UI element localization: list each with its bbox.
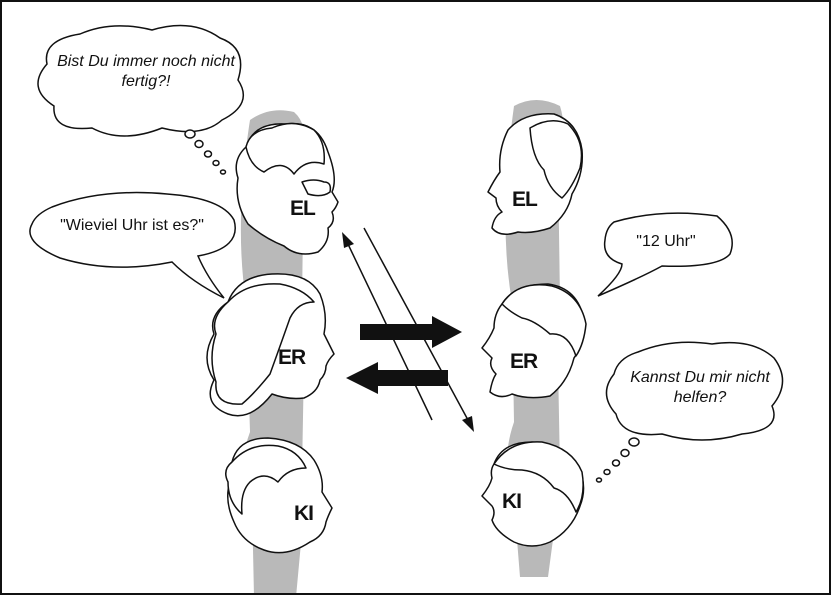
left-thought-bubble bbox=[37, 24, 244, 175]
right-er-label: ER bbox=[510, 350, 538, 373]
right-ki-hair bbox=[493, 441, 584, 513]
thick-arrow-left bbox=[346, 362, 448, 394]
right-group-heads bbox=[481, 113, 587, 547]
left-ki-label: KI bbox=[294, 502, 314, 525]
left-el-label: EL bbox=[290, 197, 316, 220]
right-thought-bubble bbox=[595, 341, 784, 483]
transaction-arrows bbox=[342, 227, 474, 432]
right-speech-text: "12 Uhr" bbox=[636, 233, 696, 250]
right-thought-text: Kannst Du mir nicht helfen? bbox=[630, 369, 770, 406]
left-thought-text: Bist Du immer noch nicht fertig?! bbox=[57, 53, 235, 90]
left-er-hair bbox=[211, 283, 315, 405]
right-ki-label: KI bbox=[502, 490, 522, 513]
right-er-hair bbox=[501, 284, 587, 357]
left-ki-hair bbox=[225, 444, 307, 515]
left-group-heads bbox=[206, 122, 339, 554]
left-speech-bubble bbox=[29, 191, 236, 299]
left-speech-text: "Wieviel Uhr ist es?" bbox=[60, 217, 204, 234]
thin-arrow-down-right-head bbox=[462, 416, 474, 432]
thin-arrow-up-left-head bbox=[342, 232, 354, 248]
left-el-glasses bbox=[301, 179, 332, 197]
left-er-label: ER bbox=[278, 346, 306, 369]
right-el-label: EL bbox=[512, 188, 538, 211]
thick-arrow-right bbox=[360, 316, 462, 348]
right-el-hair bbox=[529, 120, 583, 199]
left-el-hair bbox=[245, 122, 326, 175]
right-speech-bubble bbox=[597, 212, 733, 297]
